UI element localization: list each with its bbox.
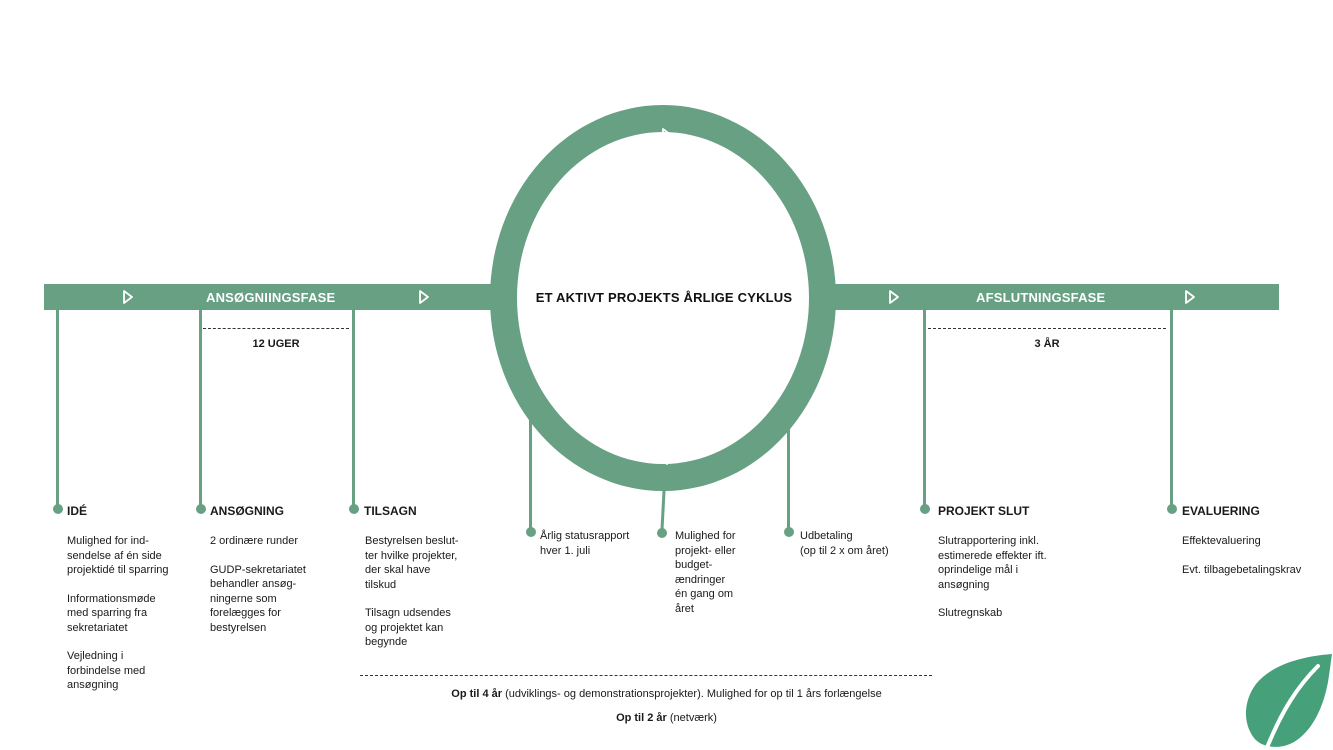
connector-ansogning	[199, 310, 202, 508]
leaf-logo-icon	[1245, 654, 1332, 750]
project-duration-line	[360, 675, 932, 676]
duration-text: (netværk)	[666, 712, 717, 724]
detail-text: Bestyrelsen beslut- ter hvilke projekter…	[365, 535, 459, 591]
duration-bold: Op til 2 år	[616, 712, 667, 724]
play-arrow-icon	[1185, 290, 1195, 304]
milestone-details-tilsagn: Bestyrelsen beslut- ter hvilke projekter…	[365, 534, 490, 664]
detail-text: Vejledning i forbindelse med ansøgning	[67, 650, 146, 691]
milestone-dot-projekt-slut	[920, 504, 930, 514]
milestone-title-ide: IDÉ	[67, 504, 88, 518]
milestone-dot-payout	[784, 527, 794, 537]
connector-status	[529, 400, 532, 530]
play-arrow-icon	[419, 290, 429, 304]
milestone-title-tilsagn: TILSAGN	[364, 504, 417, 518]
cycle-note-changes: Mulighed for projekt- eller budget- ændr…	[675, 530, 736, 615]
milestone-dot-tilsagn	[349, 504, 359, 514]
detail-text: 2 ordinære runder	[210, 535, 299, 547]
milestone-title-ansogning: ANSØGNING	[210, 504, 285, 518]
milestone-dot-status	[526, 527, 536, 537]
milestone-dot-ide	[53, 504, 63, 514]
connector-payout	[787, 412, 790, 530]
closing-duration-line	[928, 328, 1166, 329]
milestone-details-ide: Mulighed for ind- sendelse af én side pr…	[67, 534, 192, 707]
play-arrow-icon	[662, 128, 672, 142]
milestone-dot-ansogning	[196, 504, 206, 514]
cycle-title: ET AKTIVT PROJEKTS ÅRLIGE CYKLUS	[535, 290, 793, 305]
milestone-details-evaluering: Effektevaluering Evt. tilbagebetalingskr…	[1182, 534, 1332, 591]
connector-projekt-slut	[923, 310, 926, 508]
milestone-title-evaluering: EVALUERING	[1182, 504, 1260, 518]
detail-text: Informationsmøde med sparring fra sekret…	[67, 592, 156, 634]
detail-text: Slutrapportering inkl. estimerede effekt…	[938, 535, 1047, 591]
detail-text: Tilsagn udsendes og projektet kan begynd…	[365, 607, 451, 648]
phase-label-application: ANSØGNIINGSFASE	[206, 290, 336, 305]
play-arrow-icon	[889, 290, 899, 304]
detail-text: Evt. tilbagebetalingskrav	[1182, 563, 1302, 576]
detail-text: GUDP-sekretariatet behandler ansøg- ning…	[210, 563, 306, 634]
phase-label-closing: AFSLUTNINGSFASE	[976, 290, 1106, 305]
milestone-dot-changes	[657, 528, 667, 538]
milestone-details-projekt-slut: Slutrapportering inkl. estimerede effekt…	[938, 534, 1078, 635]
project-duration-line1: Op til 4 år (udviklings- og demonstratio…	[0, 688, 1333, 700]
detail-text: Mulighed for ind- sendelse af én side pr…	[67, 535, 169, 576]
connector-ide	[56, 310, 59, 508]
play-arrow-icon	[123, 290, 133, 304]
application-duration-label: 12 UGER	[252, 338, 300, 350]
closing-duration-label: 3 ÅR	[1034, 338, 1060, 350]
play-arrow-reverse-icon	[658, 451, 668, 465]
application-duration-line	[203, 328, 349, 329]
cycle-note-status: Årlig statusrapport hver 1. juli	[540, 530, 630, 557]
detail-text: Effektevaluering	[1182, 535, 1261, 547]
milestone-details-ansogning: 2 ordinære runder GUDP-sekretariatet beh…	[210, 534, 335, 649]
milestone-title-projekt-slut: PROJEKT SLUT	[938, 504, 1030, 518]
connector-tilsagn	[352, 310, 355, 508]
detail-text: Slutregnskab	[938, 607, 1003, 619]
cycle-note-payout: Udbetaling (op til 2 x om året)	[800, 530, 889, 557]
duration-text: (udviklings- og demonstrationsprojekter)…	[502, 688, 882, 700]
duration-bold: Op til 4 år	[451, 688, 503, 700]
milestone-dot-evaluering	[1167, 504, 1177, 514]
connector-evaluering	[1170, 310, 1173, 508]
project-duration-line2: Op til 2 år (netværk)	[0, 712, 1333, 724]
